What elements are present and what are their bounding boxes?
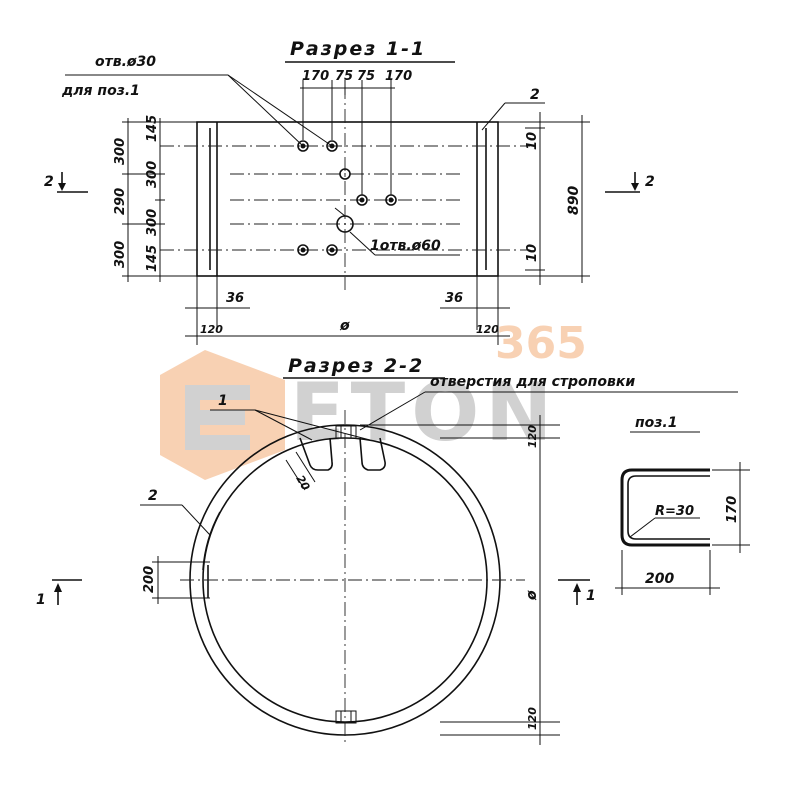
dim-left-300-top: 300 (113, 138, 128, 165)
holes-label: отв.ø30 (95, 54, 156, 70)
dim-36-left: 36 (226, 291, 244, 306)
dim-120-top: 120 (526, 425, 539, 448)
section-mark-2-right: 2 (605, 172, 655, 193)
lifting-holes-label: отверстия для строповки (430, 374, 635, 390)
hole-d30 (339, 168, 351, 180)
watermark-word: ETON (290, 366, 558, 459)
pos-2-leader-label: 2 (148, 488, 158, 504)
dim-left-145-bottom: 145 (145, 245, 160, 272)
svg-text:2: 2 (645, 174, 655, 190)
svg-text:2: 2 (44, 174, 54, 190)
dim-height-890: 890 (566, 186, 582, 215)
holes-note: для поз.1 (61, 83, 140, 99)
pos-1-detail: поз.1 R=30 170 200 (615, 415, 750, 595)
dim-170-right: 170 (385, 69, 412, 84)
watermark: 365 ETON (160, 318, 587, 480)
pos-1-title: поз.1 (635, 415, 678, 431)
center-hole-label: 1отв.ø60 (370, 238, 441, 254)
dim-left-300-b: 300 (145, 209, 160, 236)
hole-d30 (297, 244, 309, 256)
dim-right-10-bottom: 10 (525, 244, 540, 262)
dim-170-left: 170 (302, 69, 329, 84)
dim-left-290: 290 (113, 188, 128, 215)
hole-d30 (326, 244, 338, 256)
ring-liner (202, 511, 221, 571)
dim-120-left: 120 (200, 323, 223, 336)
section-mark-1-left: 1 (36, 579, 82, 608)
watermark-number: 365 (495, 318, 587, 369)
dim-120-right: 120 (476, 323, 499, 336)
pos-1-radius: R=30 (655, 504, 694, 519)
loop-profile (620, 468, 710, 547)
dim-120-bottom: 120 (526, 707, 539, 730)
dim-200-left: 200 (142, 566, 157, 593)
lifting-loop (299, 437, 333, 471)
pos-1-width: 200 (645, 571, 674, 587)
dim-75-right: 75 (357, 69, 375, 84)
diameter-symbol: ø (339, 318, 350, 334)
svg-text:1: 1 (36, 592, 46, 608)
dim-left-145-top: 145 (145, 115, 160, 142)
svg-text:1: 1 (586, 588, 596, 604)
section-mark-2-left: 2 (44, 172, 88, 193)
diameter-symbol-2: ø (524, 590, 540, 601)
section-1-1: Разрез 1-1 отв.ø30 для поз.1 (44, 38, 655, 345)
section-mark-1-right: 1 (558, 579, 596, 605)
pos-1-leader-label: 1 (218, 393, 228, 409)
dim-36-right: 36 (445, 291, 463, 306)
section-2-2-title: Разрез 2-2 (288, 355, 424, 377)
section-2-2: Разрез 2-2 отверстия для строповки 1 (36, 355, 738, 745)
dim-left-300-bottom: 300 (113, 241, 128, 268)
pos-1-height: 170 (725, 496, 740, 523)
watermark-logo-icon (160, 350, 285, 480)
lifting-loop (359, 437, 386, 471)
dim-75-left: 75 (335, 69, 353, 84)
section-1-1-title: Разрез 1-1 (290, 38, 426, 60)
pos-2-label: 2 (530, 87, 540, 103)
dim-left-300-a: 300 (145, 161, 160, 188)
hole-d30 (326, 140, 338, 152)
hole-d30 (297, 140, 309, 152)
dim-right-10-top: 10 (525, 132, 540, 150)
